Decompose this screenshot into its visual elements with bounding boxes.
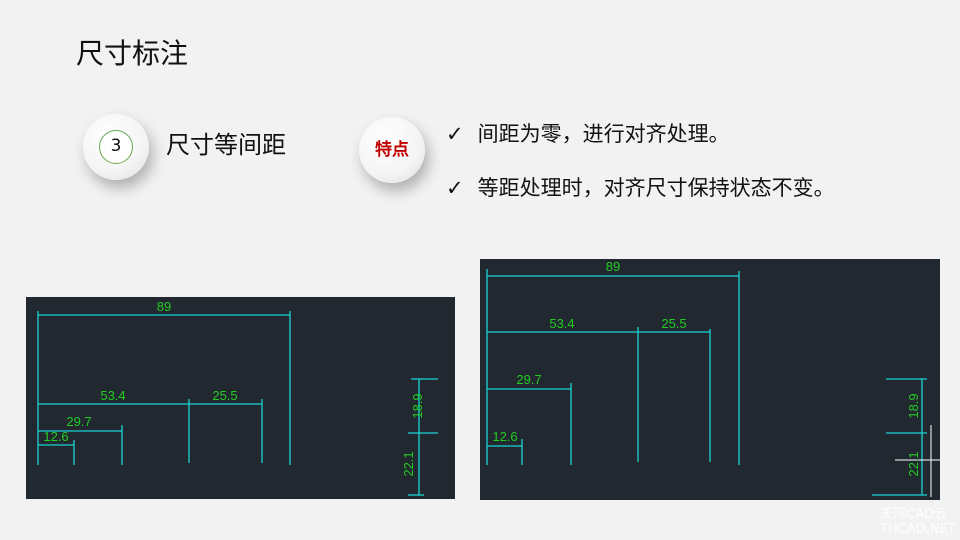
section-number: 3 (99, 130, 133, 164)
feature-badge: 特点 (359, 117, 425, 183)
check-icon: ✓ (446, 122, 464, 146)
dim-22-1: 22.1 (906, 451, 921, 476)
section-label: 尺寸等间距 (166, 131, 286, 159)
watermark-line2: THCAD.NET (880, 522, 956, 537)
page-title: 尺寸标注 (76, 37, 189, 70)
crosshair-cursor (895, 425, 940, 497)
check-icon: ✓ (446, 176, 464, 200)
dimension-lines (37, 311, 438, 496)
cad-drawing-after: 89 53.4 25.5 29.7 12.6 18.9 22.1 (480, 259, 940, 500)
dim-18-9: 18.9 (410, 393, 425, 418)
dimension-lines (486, 269, 927, 496)
dimension-drawing: 89 53.4 25.5 29.7 12.6 18.9 22.1 (486, 259, 940, 497)
bullet-text: 间距为零，进行对齐处理。 (477, 122, 730, 146)
dim-22-1: 22.1 (401, 451, 416, 476)
section-number-circle: 3 (83, 114, 149, 180)
dim-25-5: 25.5 (661, 316, 686, 331)
bullet-1: ✓ 间距为零，进行对齐处理。 (446, 118, 730, 148)
dim-53-4: 53.4 (100, 388, 125, 403)
dim-12-6: 12.6 (43, 429, 68, 444)
dim-89: 89 (606, 259, 620, 274)
dimension-drawing: 89 53.4 25.5 29.7 12.6 18.9 22.1 (37, 299, 438, 496)
dim-29-7: 29.7 (516, 372, 541, 387)
dim-18-9: 18.9 (906, 393, 921, 418)
dim-25-5: 25.5 (212, 388, 237, 403)
bullet-2: ✓ 等距处理时，对齐尺寸保持状态不变。 (446, 172, 835, 202)
dim-12-6: 12.6 (492, 429, 517, 444)
bullet-text: 等距处理时，对齐尺寸保持状态不变。 (477, 176, 835, 200)
cad-drawing-before: 89 53.4 25.5 29.7 12.6 18.9 22.1 (26, 297, 455, 499)
dim-53-4: 53.4 (549, 316, 574, 331)
watermark-line1: 天河CAD云 (880, 507, 947, 522)
dim-29-7: 29.7 (66, 414, 91, 429)
dim-89: 89 (157, 299, 171, 314)
